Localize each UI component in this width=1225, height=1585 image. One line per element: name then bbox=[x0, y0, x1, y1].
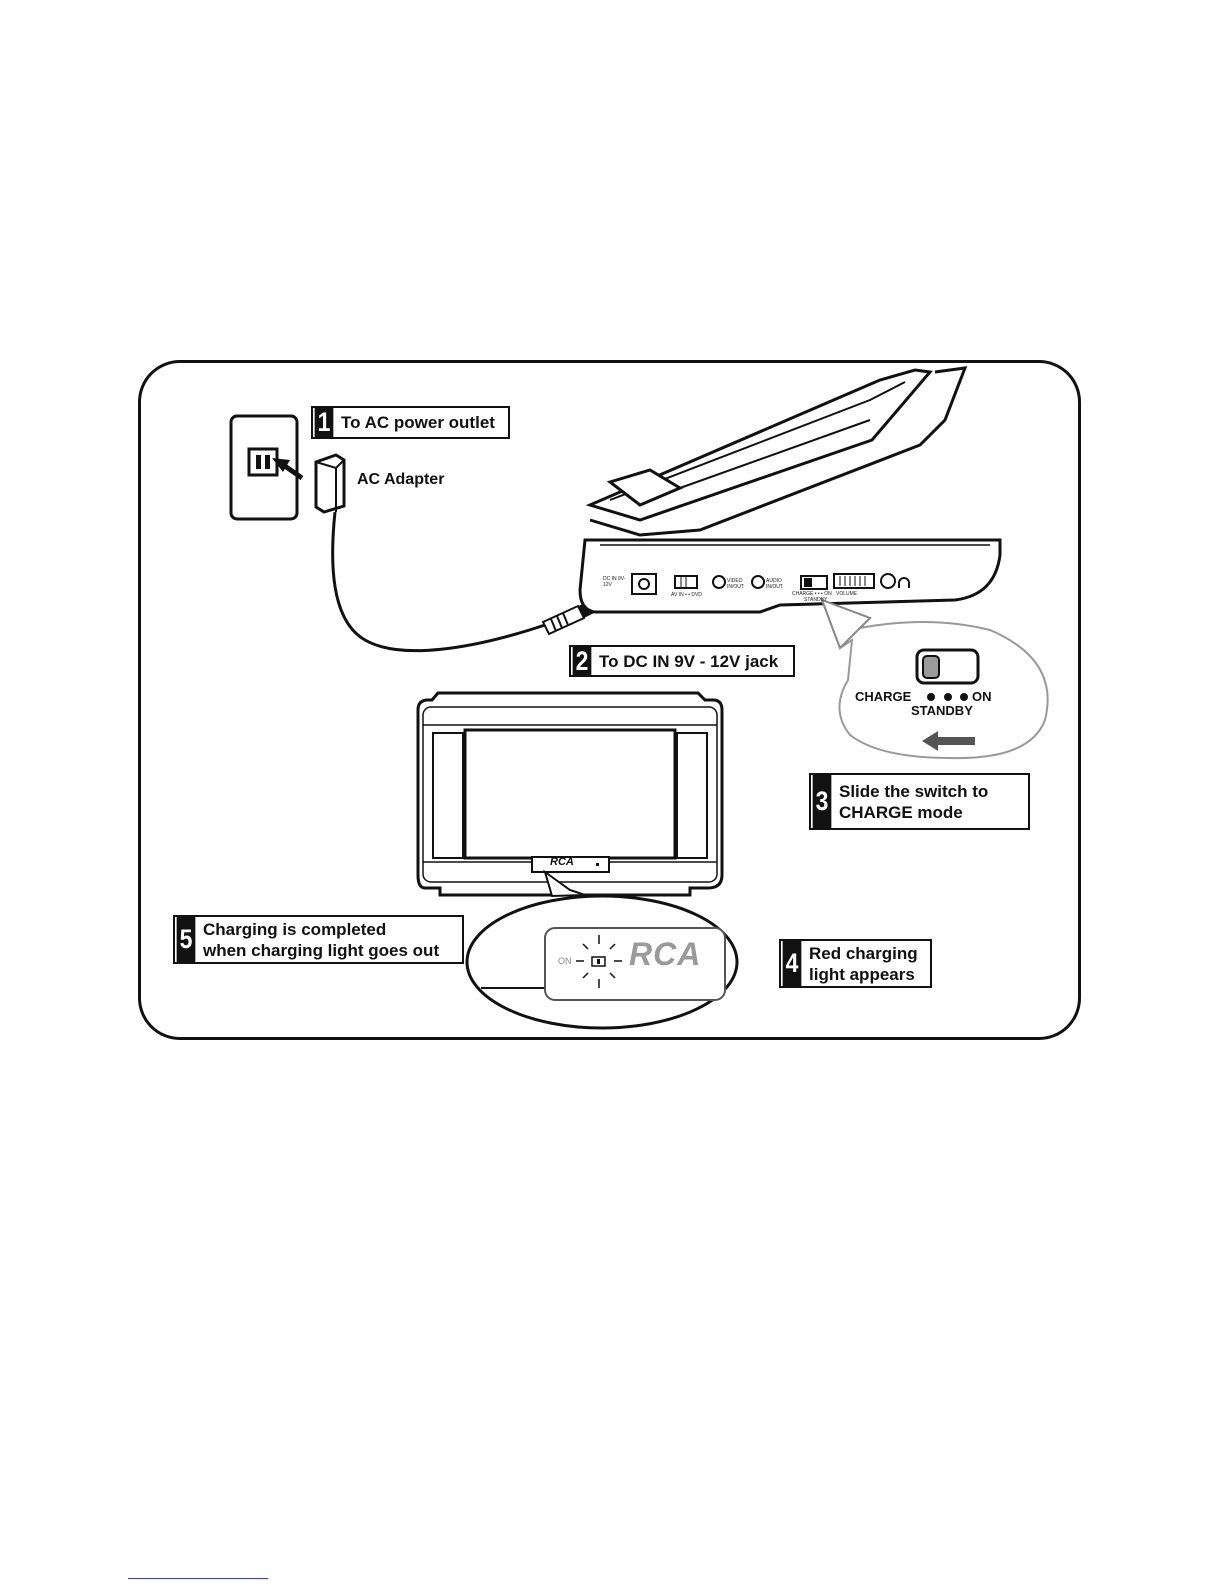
step-4-callout: 4 Red charging light appears bbox=[779, 939, 932, 988]
step-1-callout: 1 To AC power outlet bbox=[311, 406, 510, 439]
switch-charge-label: CHARGE bbox=[855, 689, 911, 704]
audio-panel-label: AUDIO IN/OUT bbox=[766, 578, 788, 590]
dc-in-panel-label: DC IN 9V-12V bbox=[603, 576, 629, 588]
switch-standby-label: STANDBY bbox=[911, 703, 973, 718]
footer-link-underline bbox=[128, 1578, 268, 1579]
on-indicator-label: ON bbox=[558, 956, 572, 966]
step-text: Slide the switch to CHARGE mode bbox=[833, 775, 994, 828]
standby-panel-label: STANDBY bbox=[804, 597, 827, 603]
step-5-callout: 5 Charging is completed when charging li… bbox=[173, 915, 464, 964]
av-switch-panel-label: AV IN • • DVD bbox=[671, 592, 702, 598]
step-number: 3 bbox=[813, 775, 832, 828]
step-3-callout: 3 Slide the switch to CHARGE mode bbox=[809, 773, 1030, 830]
step-number: 4 bbox=[783, 941, 802, 986]
ac-adapter-icon bbox=[316, 455, 344, 512]
brand-logo-large: RCA bbox=[629, 936, 701, 973]
step-2-callout: 2 To DC IN 9V - 12V jack bbox=[569, 645, 795, 677]
step-number: 5 bbox=[177, 917, 196, 962]
switch-on-label: ON bbox=[972, 689, 992, 704]
dvd-player-side-view bbox=[580, 368, 1000, 612]
video-panel-label: VIDEO IN/OUT bbox=[727, 578, 749, 590]
brand-logo-small: RCA bbox=[550, 856, 574, 868]
step-text: Charging is completed when charging ligh… bbox=[197, 917, 445, 962]
step-number: 1 bbox=[315, 408, 334, 437]
step-text: To AC power outlet bbox=[335, 408, 501, 437]
volume-panel-label: VOLUME bbox=[836, 591, 857, 597]
step-number: 2 bbox=[573, 647, 592, 675]
step-text: Red charging light appears bbox=[803, 941, 924, 986]
ac-adapter-label: AC Adapter bbox=[357, 471, 444, 489]
step-text: To DC IN 9V - 12V jack bbox=[593, 647, 784, 675]
zoom-bubble-switch bbox=[822, 600, 1048, 758]
